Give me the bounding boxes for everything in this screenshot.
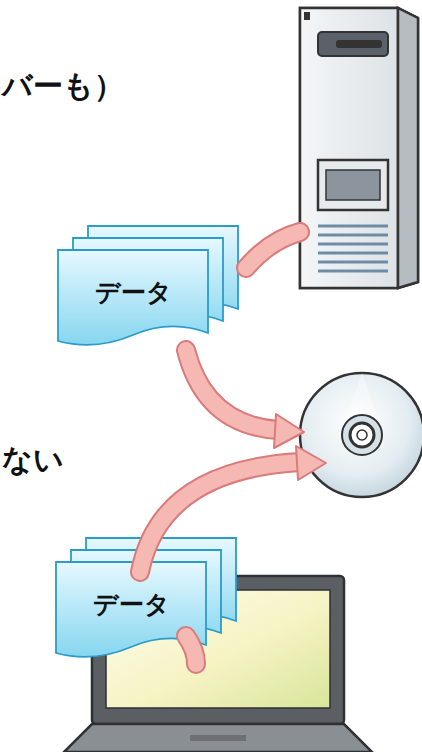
document-sheet [56, 562, 206, 657]
node-label: データ [58, 250, 208, 335]
data-document-stack: データ [58, 226, 248, 351]
caption-text: バーも） [2, 66, 124, 107]
server-tower [300, 8, 418, 288]
document-sheet [58, 250, 208, 345]
caption-text: ない [2, 440, 64, 481]
flow-arrow [246, 232, 300, 268]
flow-arrow [186, 350, 278, 430]
data-document-stack: データ [56, 538, 246, 663]
optical-disc [300, 373, 422, 497]
flow-arrow [186, 350, 278, 430]
node-label: データ [56, 562, 206, 647]
arrow-head [296, 446, 326, 480]
arrow-head [274, 414, 304, 448]
flow-arrow [246, 232, 300, 268]
